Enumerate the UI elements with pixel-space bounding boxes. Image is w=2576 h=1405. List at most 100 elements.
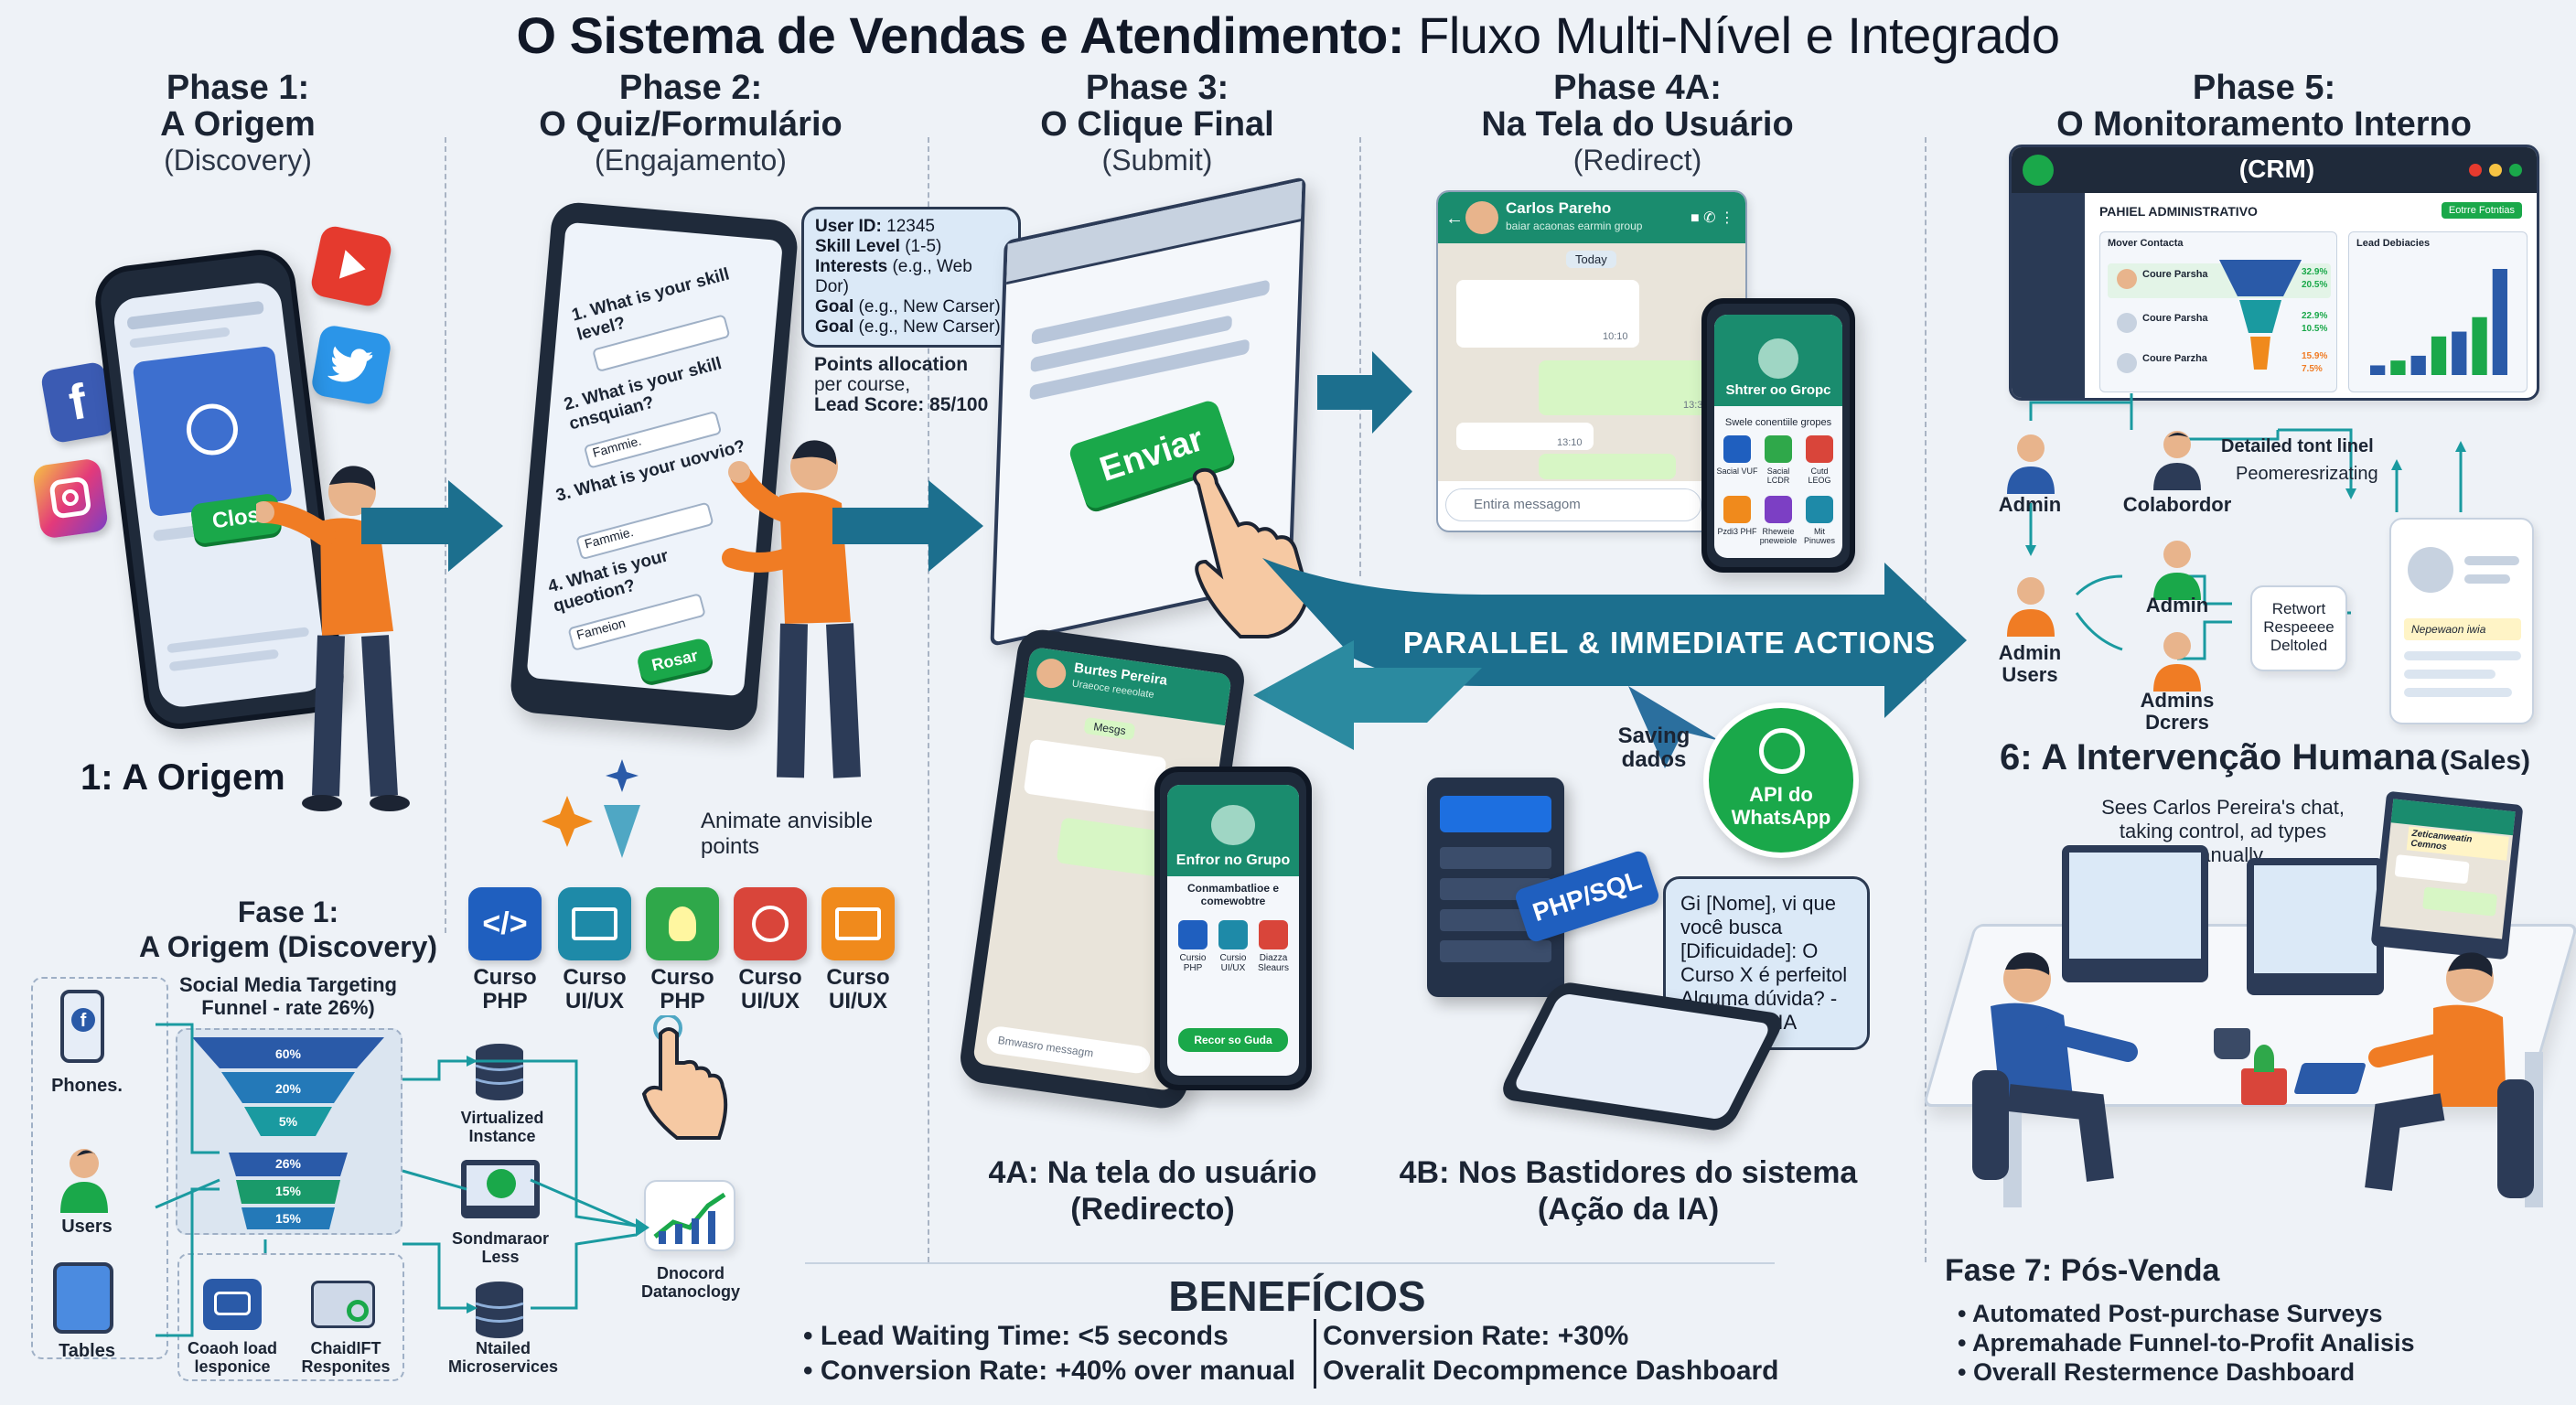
chart-bar: [2370, 365, 2386, 375]
sparkle-icon: [542, 759, 640, 858]
people-network: [2025, 393, 2466, 660]
detail-label: Detailed tont linel: [2221, 436, 2374, 456]
hand-click-icon: [1192, 467, 1311, 638]
chart-title: Lead Debiacies: [2356, 238, 2431, 249]
contact-rate: 10.5%: [2302, 324, 2328, 334]
funnel-title: Social Media Targeting Funnel - rate 26%…: [179, 973, 397, 1019]
phase6-heading: 6: A Intervenção Humana (Sales): [2000, 737, 2531, 778]
seated-person: [2365, 952, 2534, 1198]
course-uiux-icon[interactable]: [558, 887, 631, 960]
chat-contact-sub: baiar acaonas earmin group: [1506, 220, 1643, 232]
contact-name[interactable]: Coure Parzha: [2142, 353, 2207, 364]
pmr-label: Peomeresrizating: [2236, 464, 2378, 484]
box-label: ChaidIFT Responites: [301, 1339, 391, 1376]
connector-lines: [155, 1023, 649, 1337]
monitor: [2062, 845, 2208, 982]
phone-icon: f: [60, 990, 104, 1063]
sources-panel: [31, 977, 168, 1359]
admin-avatar: [2007, 434, 2055, 494]
funnel-value: 15%: [274, 1211, 302, 1226]
course-uiux-icon[interactable]: [734, 887, 807, 960]
panel-tag: Nepewaon iwia: [2404, 618, 2521, 640]
group-item[interactable]: Cutd LEOG: [1808, 467, 1831, 485]
group-sub: Conmambatlioe e comewobtre: [1186, 882, 1280, 907]
message-input[interactable]: Entira messagom: [1445, 488, 1701, 521]
panel-button[interactable]: Eotrre Fotntias: [2441, 202, 2522, 219]
course-php-icon[interactable]: [646, 887, 719, 960]
contact-name[interactable]: Coure Parsha: [2142, 269, 2208, 280]
dest-label: Dnocord Datanoclogy: [640, 1264, 741, 1301]
source-label: Phones.: [51, 1076, 123, 1096]
person-label: Colabordor: [2122, 493, 2232, 516]
plant-pot-icon: [2241, 1068, 2287, 1105]
group-item[interactable]: Pzdi3 PHF: [1717, 527, 1757, 536]
mug-icon: [2214, 1028, 2250, 1059]
group-item[interactable]: Mit Pinuwes: [1803, 527, 1836, 545]
group-phone: Shtrer oo Gropc Swele conentiile gropes …: [1701, 298, 1855, 573]
message-input[interactable]: Bmwasro messagm: [984, 1024, 1153, 1076]
source-label: Tables: [59, 1341, 115, 1361]
whatsapp-chat-window: ← Carlos Pareho baiar acaonas earmin gro…: [1436, 190, 1747, 532]
group-item[interactable]: Diazza Sleaurs: [1258, 953, 1289, 973]
course-php-icon[interactable]: </>: [468, 887, 542, 960]
group-title: Enfror no Grupo: [1175, 853, 1291, 868]
animate-note: Animate anvisible points: [701, 809, 874, 859]
chat-date: Today: [1566, 251, 1616, 268]
benefits-left: • Lead Waiting Time: <5 seconds • Conver…: [803, 1321, 1296, 1386]
chat-contact-name: Carlos Pareho: [1506, 199, 1612, 217]
chat-header: ← Carlos Pareho baiar acaonas earmin gro…: [1438, 192, 1745, 243]
group-item[interactable]: Sacial LCDR: [1766, 467, 1790, 485]
chart-bar: [2431, 336, 2447, 375]
quiz-submit-button[interactable]: Rosar: [635, 637, 714, 684]
admin-panel-card: Nepewaon iwia: [2389, 518, 2534, 724]
group-item[interactable]: Cursio UI/UX: [1219, 953, 1247, 973]
pointing-hand-icon: [641, 1015, 728, 1140]
dashboard-icon: [644, 1180, 735, 1251]
funnel-value: 15%: [274, 1184, 302, 1198]
book-icon: [2293, 1063, 2367, 1094]
phase1-label: 1: A Origem: [80, 757, 285, 798]
course-uiux-icon[interactable]: [821, 887, 895, 960]
benefits-right: Conversion Rate: +30% Overalit Decompmen…: [1323, 1321, 1779, 1386]
service-label: Sondmaraor Less: [451, 1229, 550, 1266]
monitor: [2247, 858, 2384, 995]
msg-time: 10:10: [1603, 331, 1628, 342]
source-label: Users: [61, 1217, 113, 1237]
seated-person: [1972, 952, 2138, 1182]
twitter-icon: [309, 323, 393, 407]
chart-bar: [2452, 331, 2467, 375]
parallel-arrow-band: [1253, 558, 1967, 768]
service-label: Virtualized Instance: [460, 1109, 544, 1145]
contact-rate: 22.9%: [2302, 311, 2328, 321]
chat-monitor: Zeticanweatin Cemnos: [2370, 790, 2524, 960]
phase4a-header: Phase 4A: Na Tela do Usuário (Redirect): [1481, 69, 1794, 177]
chart-bar: [2492, 269, 2507, 375]
tablet-icon: [53, 1262, 113, 1334]
contact-name[interactable]: Coure Parsha: [2142, 313, 2208, 324]
collaborator-avatar: [2153, 431, 2201, 490]
admins-avatar: [2153, 632, 2201, 692]
benefits-divider: [805, 1262, 1775, 1264]
panel-title: PAHIEL ADMINISTRATIVO: [2099, 204, 2258, 219]
plant-icon: [2254, 1045, 2274, 1072]
group-item[interactable]: Rheweie pneweiole: [1759, 527, 1798, 545]
group-item[interactable]: Cursio PHP: [1179, 953, 1207, 973]
chart-bar: [2410, 355, 2426, 375]
phase7-title: Fase 7: Pós-Venda: [1945, 1253, 2220, 1288]
parallel-label: PARALLEL & IMMEDIATE ACTIONS: [1402, 626, 1937, 660]
instagram-icon: [31, 457, 110, 540]
fase1-heading: Fase 1: A Origem (Discovery): [138, 896, 438, 963]
flow-arrow: [832, 480, 983, 572]
benefits-title: BENEFÍCIOS: [1168, 1272, 1426, 1320]
crm-dashboard: (CRM) PAHIEL ADMINISTRATIVO Eotrre Fotnt…: [2009, 145, 2539, 401]
phase2-header: Phase 2: O Quiz/Formulário (Engajamento): [539, 69, 843, 177]
whatsapp-api-badge: API do WhatsApp: [1703, 702, 1859, 858]
phase1-header: Phase 1: A Origem (Discovery): [160, 69, 316, 177]
join-group-button[interactable]: Recor so Guda: [1178, 1028, 1288, 1052]
group-item[interactable]: Sacial VUF: [1716, 467, 1758, 476]
